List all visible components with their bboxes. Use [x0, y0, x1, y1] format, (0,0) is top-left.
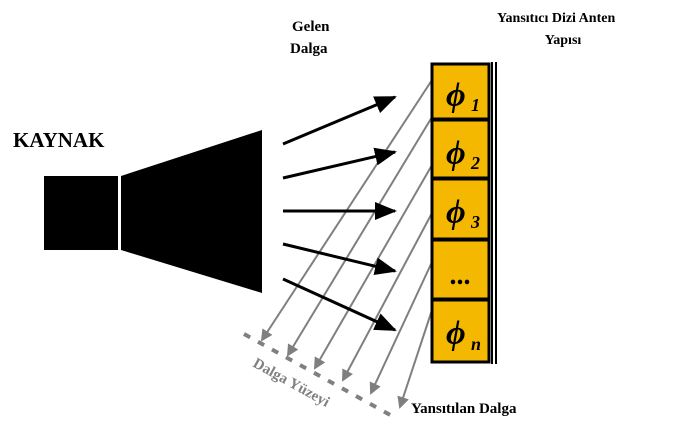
wavefront-line: [243, 332, 393, 418]
reflected-ray-5: [369, 261, 433, 395]
incident-arrow-1: [282, 95, 397, 146]
array-label-line1: Yansıtıcı Dizi Anten: [497, 11, 615, 26]
incident-arrow-2: [282, 147, 397, 180]
phase-subscript: 2: [470, 153, 480, 173]
reflected-wave-label: Yansıtılan Dalga: [411, 401, 517, 417]
array-label-line2: Yapısı: [545, 33, 582, 48]
horn-flare: [121, 130, 262, 293]
array-cell: ϕ 2: [430, 118, 491, 180]
array-cell: ϕ 1: [430, 62, 491, 121]
reflected-ray-2: [286, 116, 433, 357]
wavefront-label: Dalga Yüzeyi: [250, 356, 332, 411]
phase-symbol: ϕ: [446, 135, 466, 172]
incident-wave-label-line1: Gelen: [292, 19, 330, 35]
phase-subscript: 1: [471, 95, 480, 115]
ellipsis-symbol: ...: [450, 260, 471, 291]
incident-arrow-4: [282, 242, 397, 276]
incident-arrows: [282, 95, 397, 332]
horn-waveguide: [44, 176, 118, 250]
reflectarray: ϕ 1 ϕ 2 ϕ 3 ... ϕ n: [430, 62, 497, 364]
phase-symbol: ϕ: [446, 194, 466, 231]
array-cell: ...: [430, 238, 491, 301]
array-cell: ϕ n: [430, 298, 491, 364]
incident-arrow-5: [282, 277, 397, 332]
phase-symbol: ϕ: [446, 315, 466, 352]
reflected-ray-4: [342, 212, 433, 382]
incident-wave-label-line2: Dalga: [290, 41, 328, 57]
phase-symbol: ϕ: [446, 77, 466, 114]
source-label: KAYNAK: [13, 128, 105, 152]
array-cell: ϕ 3: [430, 177, 491, 241]
phase-subscript: 3: [470, 212, 480, 232]
phase-subscript: n: [471, 334, 481, 354]
reflected-ray-6: [397, 309, 433, 409]
